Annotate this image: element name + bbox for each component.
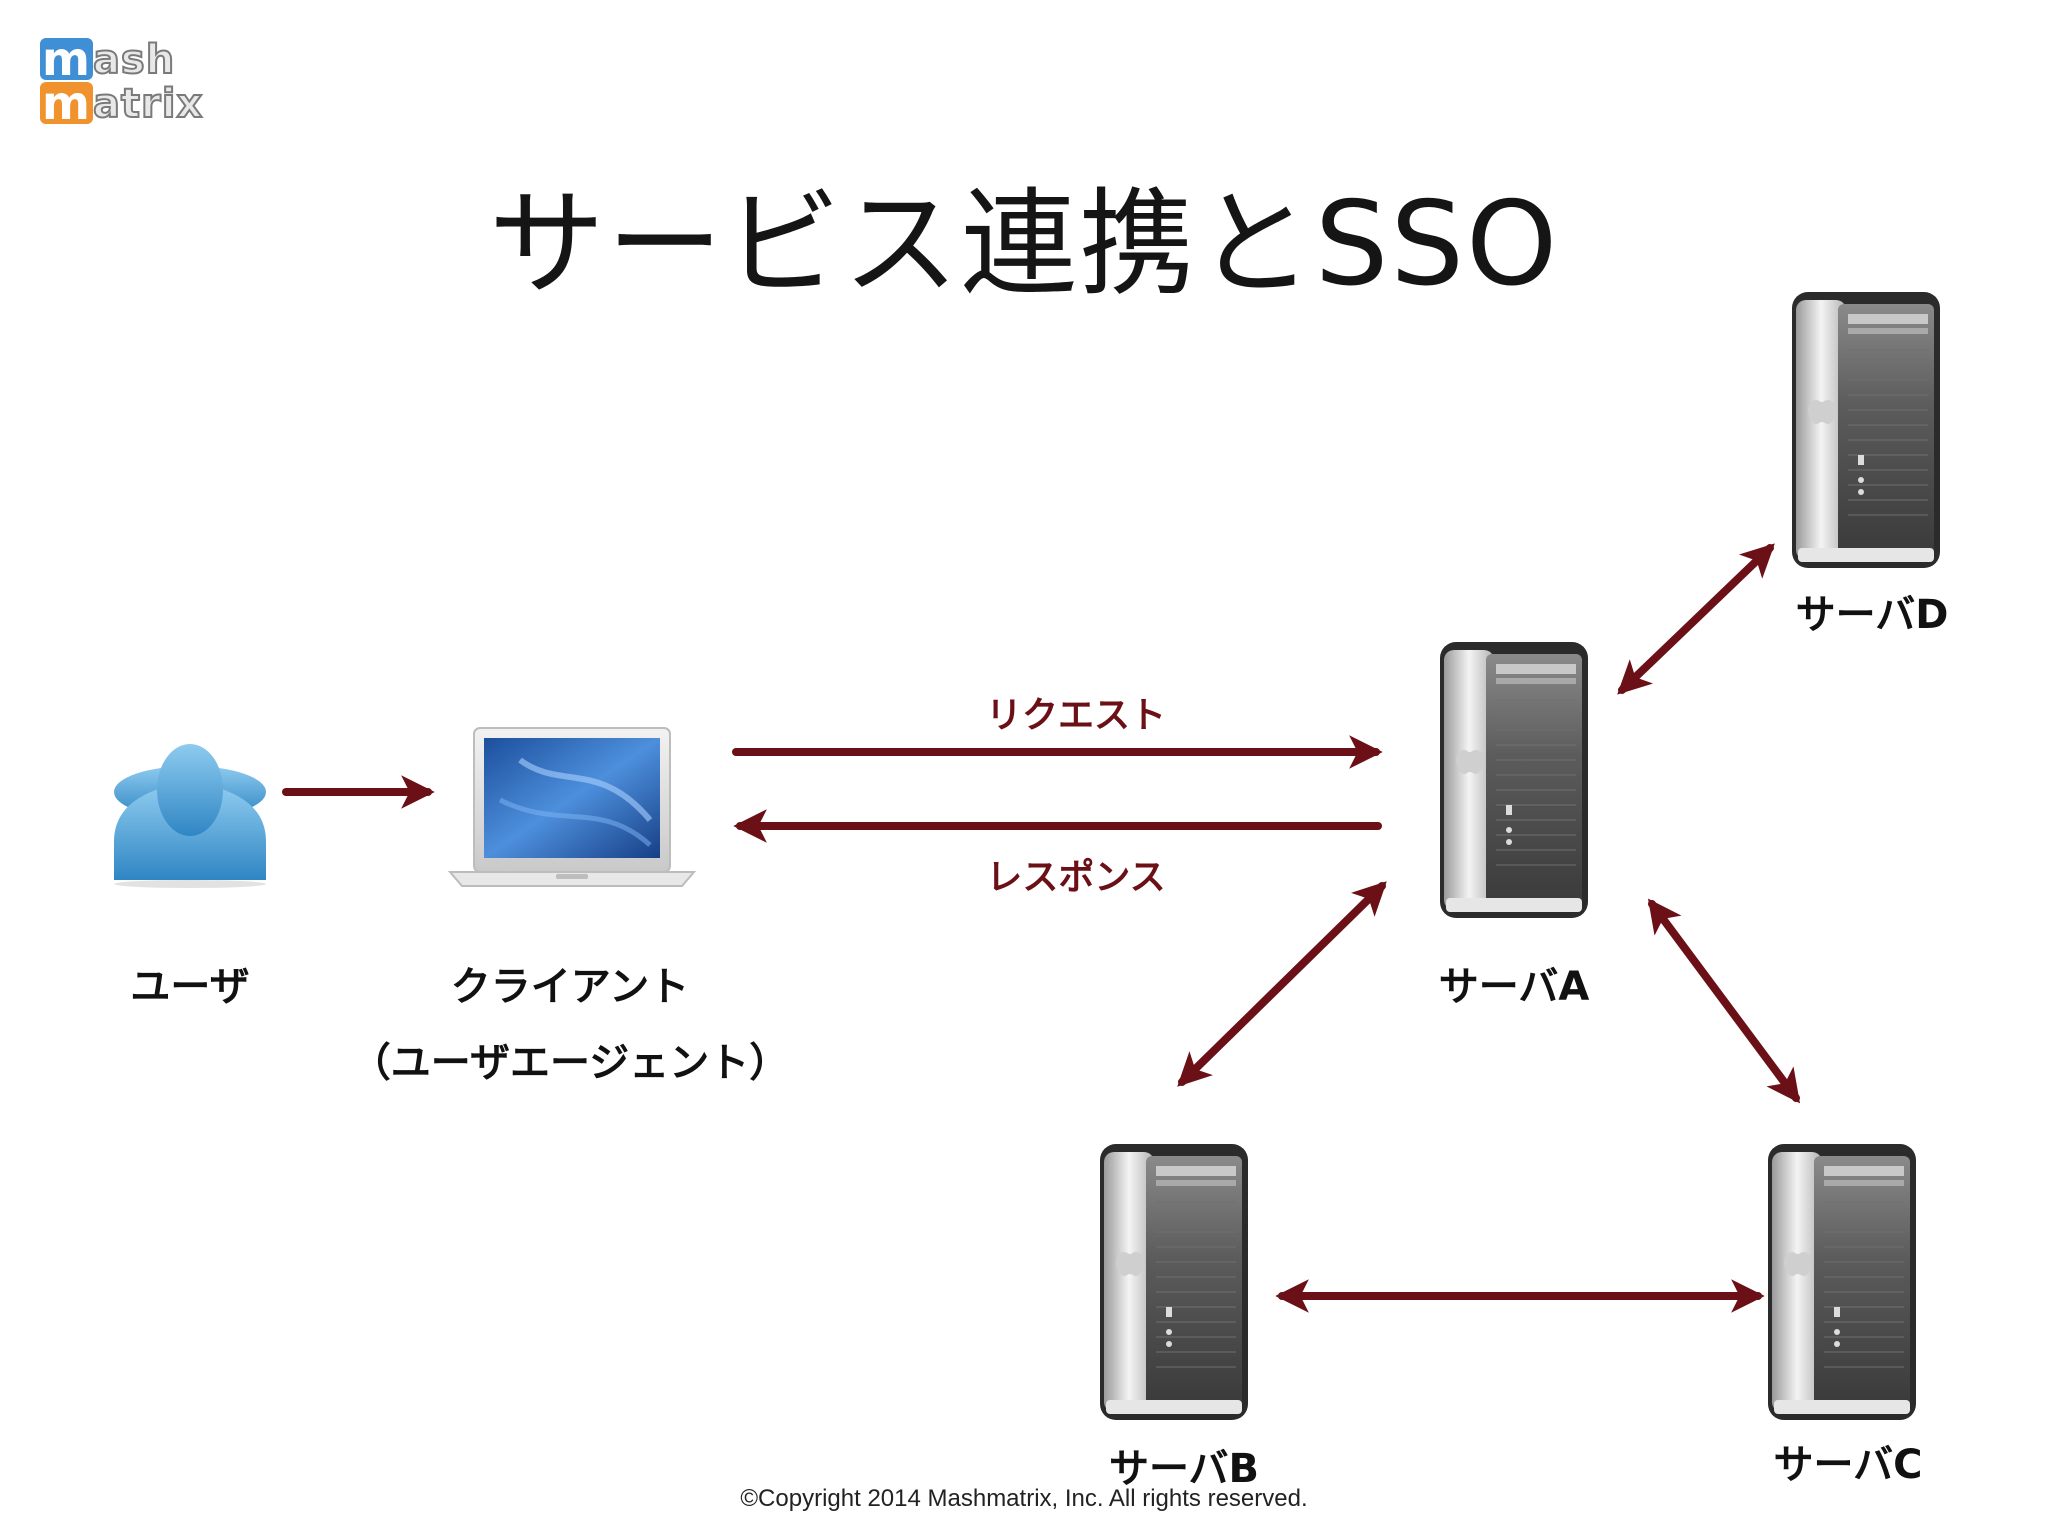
- request-label: リクエスト: [985, 695, 1166, 736]
- client-label: クライアント: [450, 964, 690, 1010]
- laptop-icon: [447, 727, 697, 887]
- client-sublabel: （ユーザエージェント）: [350, 1040, 790, 1086]
- logo-cap-m-orange: m: [40, 76, 93, 130]
- server-c-label: サーバC: [1773, 1442, 1923, 1488]
- server-c-tower-icon: [1767, 1143, 1917, 1421]
- server-a-tower-icon: [1439, 641, 1589, 919]
- response-label: レスポンス: [986, 857, 1166, 898]
- server-b-tower-icon: [1099, 1143, 1249, 1421]
- server-a-label: サーバA: [1438, 964, 1590, 1010]
- server-d-label: サーバD: [1795, 592, 1949, 638]
- server-b-label: サーバB: [1108, 1446, 1260, 1492]
- logo-cap-m-blue: m: [40, 32, 93, 86]
- logo-line-1: mash: [40, 32, 176, 86]
- arrow-server-a-b: [1177, 881, 1387, 1087]
- user-label: ユーザ: [130, 964, 250, 1010]
- mashmatrix-logo: mash matrix: [40, 32, 278, 130]
- slide-title: サービス連携とSSO: [488, 177, 1560, 312]
- user-icon: [114, 744, 266, 888]
- logo-line-2: matrix: [40, 76, 204, 130]
- logo-text-ash: ash: [92, 37, 176, 83]
- copyright-notice: ©Copyright 2014 Mashmatrix, Inc. All rig…: [740, 1485, 1308, 1512]
- logo-text-atrix: atrix: [92, 81, 204, 127]
- server-d-tower-icon: [1791, 291, 1941, 569]
- arrow-server-a-d: [1617, 543, 1775, 695]
- arrow-server-a-c: [1647, 898, 1801, 1104]
